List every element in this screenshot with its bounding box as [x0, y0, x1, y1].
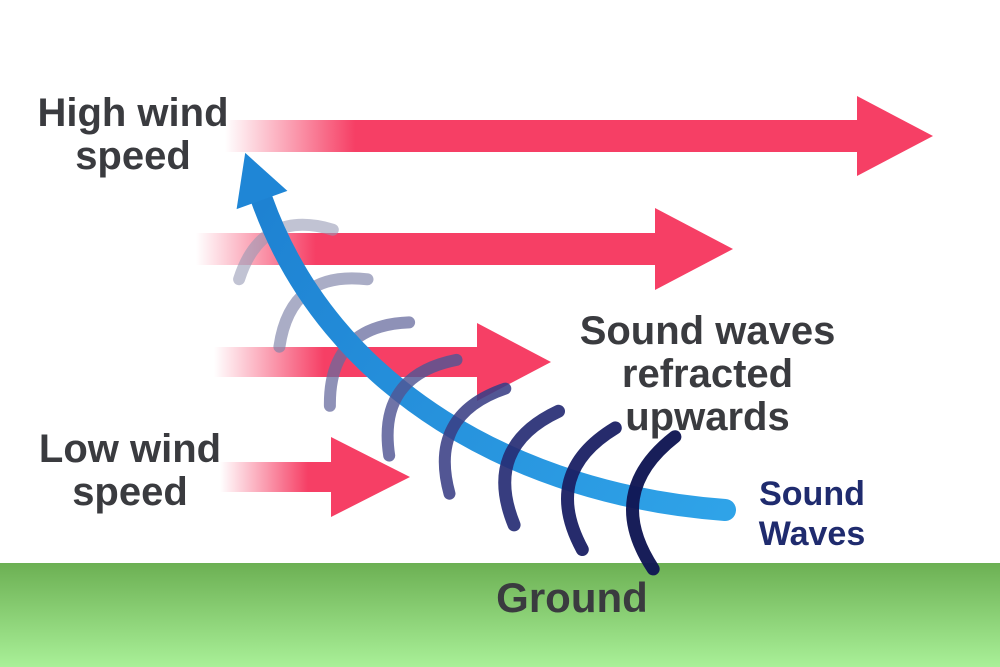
label-high-wind-line2: speed — [75, 134, 191, 178]
label-low-wind-speed: Low wind speed — [27, 428, 233, 514]
label-sound-waves-line1: Sound — [759, 475, 865, 513]
ground-surface — [0, 563, 1000, 667]
wind-arrow-high — [225, 96, 933, 176]
label-high-wind-speed: High wind speed — [30, 92, 236, 178]
sound-wavefront-arc — [626, 430, 682, 576]
label-sound-waves-refracted-upwards: Sound waves refracted upwards — [560, 310, 855, 439]
sound-wavefront-arc — [381, 353, 463, 462]
label-high-wind-line1: High wind — [37, 91, 229, 135]
sound-wavefront-arc — [438, 382, 512, 500]
sound-wavefront-arc — [498, 404, 565, 532]
label-ground: Ground — [496, 574, 648, 621]
label-low-wind-line2: speed — [72, 470, 188, 514]
sound-wavefront-arc — [561, 421, 622, 556]
wind-arrow-upper-mid — [196, 208, 733, 290]
label-refracted-line2: refracted — [621, 352, 794, 396]
label-refracted-line3: upwards — [625, 395, 790, 439]
label-low-wind-line1: Low wind — [38, 427, 222, 471]
wind-arrow-low — [220, 437, 410, 517]
sound-ray-arrowhead-icon — [236, 152, 288, 210]
label-sound-waves-line2: Waves — [758, 515, 866, 553]
label-refracted-line1: Sound waves — [579, 309, 836, 353]
sound-ray-curve — [251, 189, 736, 521]
label-sound-waves: Sound Waves — [737, 474, 887, 554]
